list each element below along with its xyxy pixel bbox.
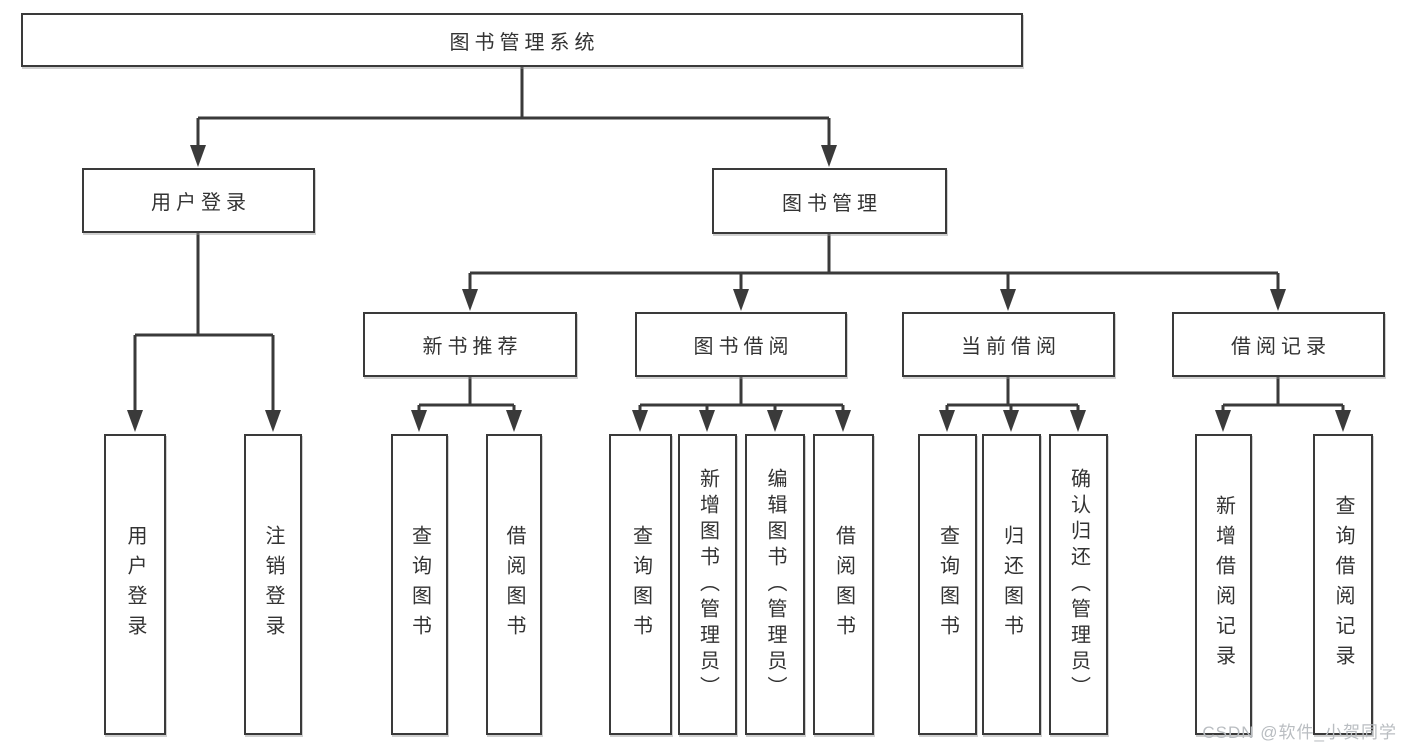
leaf-user-login-label: 用户登录 [124, 524, 146, 645]
node-borrowing-records-label: 借阅记录 [1231, 336, 1331, 358]
leaf-edit-book-admin-label: 编辑图书（管理员） [764, 467, 786, 702]
node-borrowing-records: 借阅记录 [1172, 312, 1385, 377]
node-current-borrowing: 当前借阅 [902, 312, 1115, 377]
leaf-logout: 注销登录 [244, 434, 302, 735]
node-new-book-recommendation-label: 新书推荐 [422, 336, 523, 358]
leaf-query-book-current-label: 查询图书 [936, 524, 959, 645]
leaf-add-book-admin-label: 新增图书（管理员） [696, 467, 719, 702]
node-book-borrowing: 图书借阅 [635, 312, 847, 377]
leaf-logout-label: 注销登录 [262, 524, 284, 645]
leaf-add-borrow-record-label: 新增借阅记录 [1212, 494, 1235, 675]
leaf-borrow-book-borrowing: 借阅图书 [813, 434, 874, 735]
leaf-return-book-label: 归还图书 [1000, 524, 1023, 645]
node-user-login-label: 用户登录 [151, 192, 251, 214]
leaf-query-book-borrowing: 查询图书 [609, 434, 672, 735]
leaf-add-book-admin: 新增图书（管理员） [678, 434, 737, 735]
node-user-login: 用户登录 [82, 168, 315, 233]
leaf-borrow-book-recommendation-label: 借阅图书 [503, 524, 525, 645]
node-book-management: 图书管理 [712, 168, 947, 234]
leaf-query-book-current: 查询图书 [918, 434, 977, 735]
leaf-edit-book-admin: 编辑图书（管理员） [745, 434, 805, 735]
leaf-query-borrow-record: 查询借阅记录 [1313, 434, 1373, 735]
leaf-user-login: 用户登录 [104, 434, 166, 735]
node-root-system: 图书管理系统 [21, 13, 1023, 67]
node-root-system-label: 图书管理系统 [449, 31, 600, 54]
node-new-book-recommendation: 新书推荐 [363, 312, 577, 377]
leaf-add-borrow-record: 新增借阅记录 [1195, 434, 1252, 735]
leaf-query-book-recommendation-label: 查询图书 [408, 524, 431, 645]
leaf-confirm-return-admin-label: 确认归还（管理员） [1067, 467, 1090, 702]
leaf-borrow-book-recommendation: 借阅图书 [486, 434, 542, 735]
leaf-query-book-borrowing-label: 查询图书 [629, 524, 652, 645]
leaf-return-book: 归还图书 [982, 434, 1041, 735]
leaf-confirm-return-admin: 确认归还（管理员） [1049, 434, 1108, 735]
node-book-management-label: 图书管理 [782, 192, 882, 215]
leaf-query-book-recommendation: 查询图书 [391, 434, 448, 735]
leaf-query-borrow-record-label: 查询借阅记录 [1332, 494, 1354, 675]
node-book-borrowing-label: 图书借阅 [693, 336, 794, 358]
node-current-borrowing-label: 当前借阅 [961, 336, 1061, 358]
csdn-watermark: CSDN @软件_小贺同学 [1202, 723, 1397, 742]
leaf-borrow-book-borrowing-label: 借阅图书 [832, 524, 855, 645]
